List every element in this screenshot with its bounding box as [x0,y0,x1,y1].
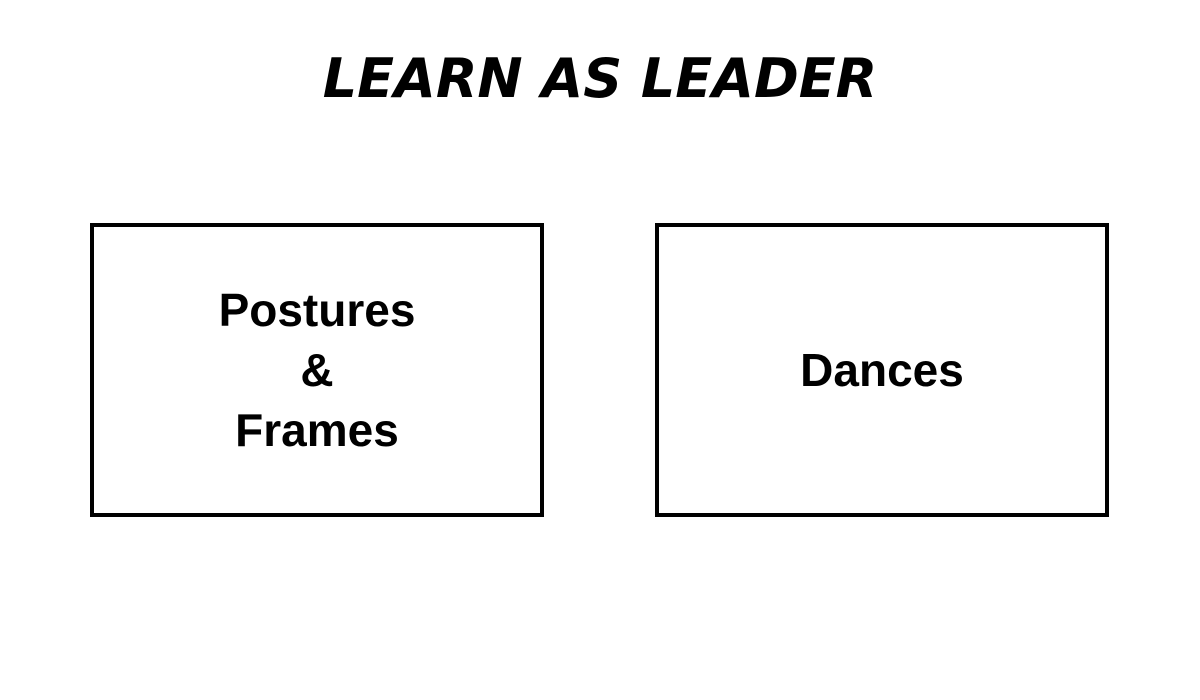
postures-frames-label: Postures & Frames [219,280,416,460]
postures-frames-label-line2: & [300,344,334,396]
dances-label: Dances [800,344,964,396]
dances-button[interactable]: Dances [655,223,1109,517]
postures-frames-label-line3: Frames [235,404,399,456]
page-title: LEARN AS LEADER [322,47,878,110]
postures-frames-button[interactable]: Postures & Frames [90,223,544,517]
postures-frames-label-line1: Postures [218,284,416,336]
